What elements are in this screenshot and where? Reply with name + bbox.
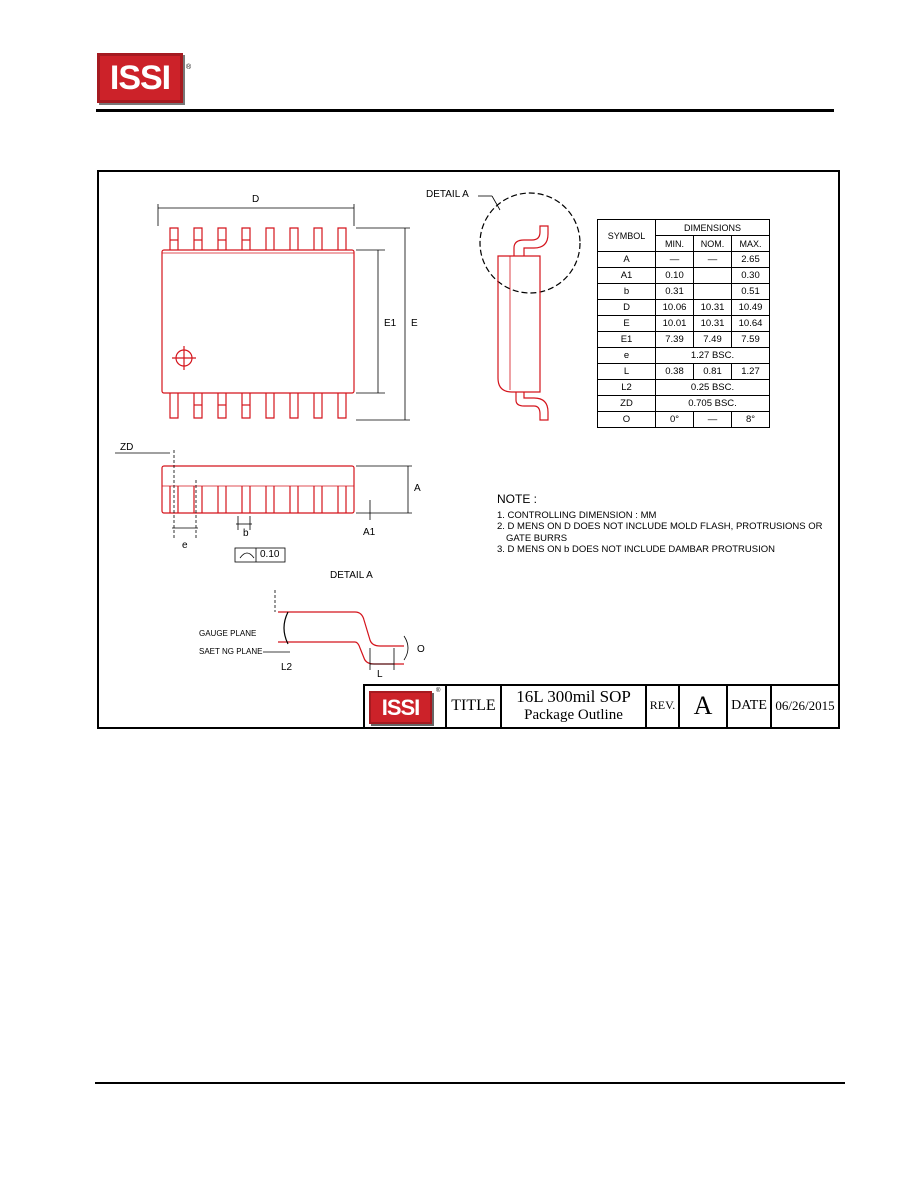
title-block-logo: ISSI [369, 691, 432, 724]
label-d: D [252, 194, 260, 205]
title-label: TITLE [445, 684, 500, 727]
date-label: DATE [726, 684, 770, 727]
title-reg-mark: ® [436, 688, 441, 694]
title-logo-text: ISSI [381, 694, 421, 720]
label-seating-plane: SAET NG PLANE [199, 647, 263, 656]
table-row: A1 0.10 0.30 [597, 267, 770, 284]
rev-label: REV. [645, 684, 678, 727]
label-detail-a-top: DETAIL A [426, 189, 469, 200]
table-row: L 0.38 0.81 1.27 [597, 363, 770, 380]
notes-block: NOTE : 1. CONTROLLING DIMENSION : MM 2. … [497, 492, 823, 556]
min-header: MIN. [655, 235, 694, 252]
label-a: A [414, 483, 421, 494]
note-3: 3. D MENS ON b DOES NOT INCLUDE DAMBAR P… [497, 544, 776, 555]
table-row: O 0° — 8° [597, 411, 770, 428]
label-tolerance: 0.10 [260, 549, 280, 560]
table-row: D 10.06 10.31 10.49 [597, 299, 770, 316]
title-line-2: Package Outline [524, 706, 623, 723]
logo-text: ISSI [109, 58, 171, 97]
label-detail-a-bottom: DETAIL A [330, 570, 373, 581]
registered-mark: ® [186, 64, 192, 71]
table-row: ZD 0.705 BSC. [597, 395, 770, 412]
label-zd: ZD [120, 442, 134, 453]
top-view-body [161, 249, 355, 394]
dimensions-table: SYMBOL DIMENSIONS MIN. NOM. MAX. A — — 2… [597, 219, 770, 428]
nom-header: NOM. [693, 235, 732, 252]
date-value: 06/26/2015 [770, 684, 838, 727]
header-rule [96, 109, 834, 112]
note-1: 1. CONTROLLING DIMENSION : MM [497, 509, 657, 521]
issi-logo: ISSI [97, 53, 183, 103]
table-row: A — — 2.65 [597, 251, 770, 268]
detail-a-circle [479, 192, 581, 294]
footer-rule [95, 1082, 845, 1084]
table-row: e 1.27 BSC. [597, 347, 770, 364]
title-line-1: 16L 300mil SOP [516, 686, 631, 706]
label-b: b [243, 528, 249, 539]
label-l: L [377, 669, 383, 680]
note-2-cont: GATE BURRS [506, 532, 568, 544]
table-row: L2 0.25 BSC. [597, 379, 770, 396]
note-2: 2. D MENS ON D DOES NOT INCLUDE MOLD FLA… [497, 521, 823, 532]
table-row: E 10.01 10.31 10.64 [597, 315, 770, 332]
label-gauge-plane: GAUGE PLANE [199, 629, 257, 638]
label-l2: L2 [281, 662, 293, 673]
bottom-pins [169, 393, 347, 419]
dimensions-header: DIMENSIONS [655, 219, 770, 236]
title-block-top-rule [363, 684, 838, 686]
title-cell: 16L 300mil SOP Package Outline [500, 684, 645, 727]
rev-value: A [678, 684, 726, 727]
label-theta: O [417, 644, 425, 655]
side-view-body [161, 465, 355, 514]
side-view-leads [169, 486, 347, 513]
table-row: b 0.31 0.51 [597, 283, 770, 300]
label-e-pitch: e [182, 540, 188, 551]
label-a1: A1 [363, 527, 376, 538]
symbol-header: SYMBOL [597, 219, 656, 252]
label-e1: E1 [384, 318, 397, 329]
detail-a-body [278, 611, 404, 665]
package-outline-frame [97, 170, 840, 729]
top-pins [169, 227, 347, 250]
notes-heading: NOTE : [497, 492, 538, 506]
title-block-logo-cell [363, 684, 445, 727]
label-e: E [411, 318, 418, 329]
max-header: MAX. [731, 235, 770, 252]
table-row: E1 7.39 7.49 7.59 [597, 331, 770, 348]
